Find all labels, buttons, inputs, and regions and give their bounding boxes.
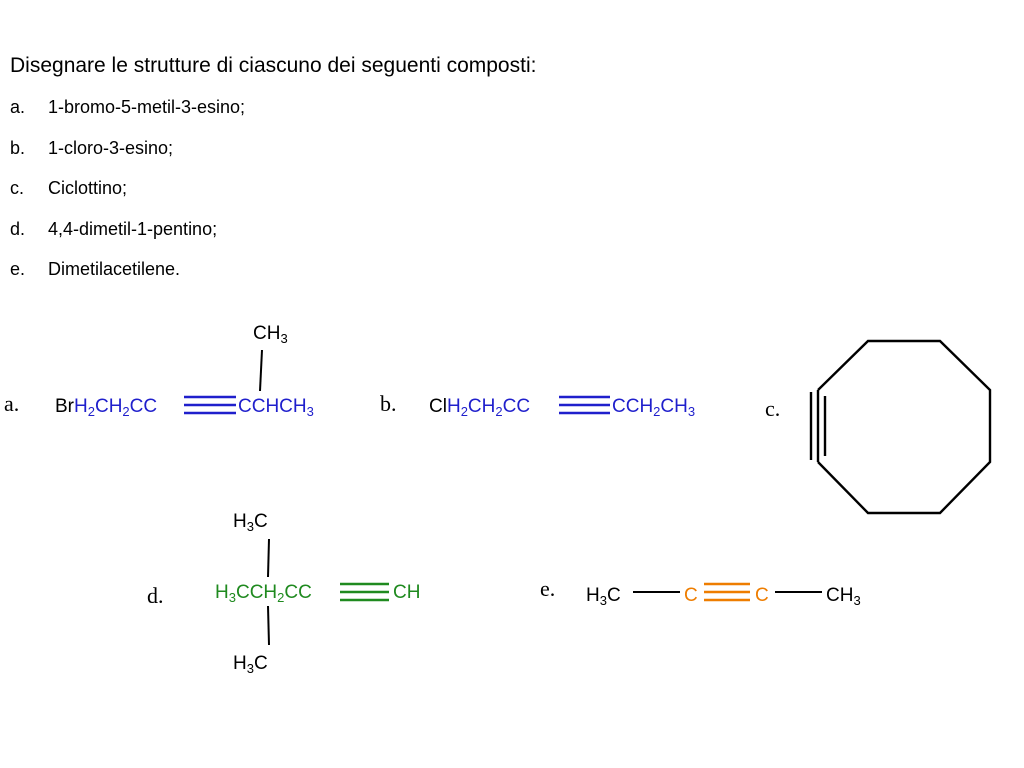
formula-subscript: 2 <box>122 404 130 419</box>
answer-label-b: b. <box>380 391 397 416</box>
formula-text: H <box>233 653 247 674</box>
list-marker: d. <box>10 218 26 239</box>
formula-text: CH <box>94 396 123 417</box>
answer-label-a: a. <box>4 391 20 416</box>
formula-text: H <box>233 511 247 532</box>
structure-b-right-chain: CCH2CH3 <box>612 396 695 418</box>
structure-b-left-chain: ClH2CH2CC <box>429 396 530 418</box>
formula-subscript: 2 <box>460 404 468 419</box>
structure-d-main-chain: H3CCH2CC <box>215 582 312 604</box>
formula-text: H <box>586 585 600 606</box>
formula-subscript: 2 <box>495 404 503 419</box>
formula-subscript: 2 <box>653 404 661 419</box>
list-marker: c. <box>10 178 25 198</box>
formula-text: CC <box>502 396 531 417</box>
structure-a-left-chain: BrH2CH2CC <box>55 396 157 418</box>
compound-name: Dimetilacetilene. <box>48 259 181 279</box>
formula-text: CC <box>129 396 158 417</box>
formula-subscript: 3 <box>687 404 696 419</box>
answer-label-e: e. <box>540 576 556 601</box>
formula-text: CC <box>284 582 312 603</box>
formula-text: H <box>215 582 229 603</box>
structure-e-alkyne-carbon-1: C <box>684 585 698 606</box>
formula-subscript: 3 <box>246 519 254 534</box>
formula-subscript: 3 <box>246 661 254 676</box>
list-marker: e. <box>10 259 26 279</box>
formula-subscript: 2 <box>277 590 285 605</box>
answer-label-d: d. <box>147 583 164 608</box>
ring-bonds <box>817 339 992 515</box>
formula-text: C <box>606 585 621 606</box>
formula-text: CH <box>253 323 281 344</box>
compound-name: 1-cloro-3-esino; <box>48 137 174 158</box>
formula-substituent: Br <box>55 396 74 417</box>
formula-subscript: 3 <box>306 404 314 419</box>
structure-e-left-methyl: H3C <box>586 585 621 607</box>
formula-subscript: 3 <box>228 590 236 605</box>
structure-e-alkyne-carbon-2: C <box>755 585 769 606</box>
list-marker: b. <box>10 137 26 158</box>
single-bond <box>267 538 270 578</box>
structure-a-methyl-branch: CH3 <box>253 323 288 345</box>
structure-d-terminal: CH <box>393 582 421 603</box>
formula-text: H <box>446 396 461 417</box>
formula-subscript: 3 <box>599 593 607 608</box>
formula-subscript: 3 <box>853 593 861 608</box>
answer-label-c: c. <box>765 396 781 421</box>
formula-text: C <box>253 511 268 532</box>
single-bond <box>259 349 263 392</box>
compound-name: Ciclottino; <box>48 178 128 198</box>
formula-text: CH <box>660 396 688 417</box>
compound-name: 1-bromo-5-metil-3-esino; <box>48 97 246 117</box>
page-title: Disegnare le strutture di ciascuno dei s… <box>10 54 537 77</box>
formula-text: H <box>74 396 88 417</box>
structure-e-right-methyl: CH3 <box>826 585 861 607</box>
formula-text: CH <box>826 585 854 606</box>
single-bond <box>267 605 270 646</box>
formula-text: CH <box>467 396 496 417</box>
formula-subscript: 3 <box>280 331 288 346</box>
structure-a-right-chain: CCHCH3 <box>238 396 314 418</box>
formula-text: C <box>253 653 268 674</box>
formula-text: CCHCH <box>238 396 307 417</box>
list-marker: a. <box>10 97 26 117</box>
formula-text: CCH <box>612 396 654 417</box>
structure-d-top-methyl: H3C <box>233 511 268 533</box>
formula-substituent: Cl <box>429 396 447 417</box>
structure-d-bottom-methyl: H3C <box>233 653 268 675</box>
formula-subscript: 2 <box>87 404 95 419</box>
formula-text: CCH <box>235 582 278 603</box>
compound-name: 4,4-dimetil-1-pentino; <box>48 218 218 239</box>
